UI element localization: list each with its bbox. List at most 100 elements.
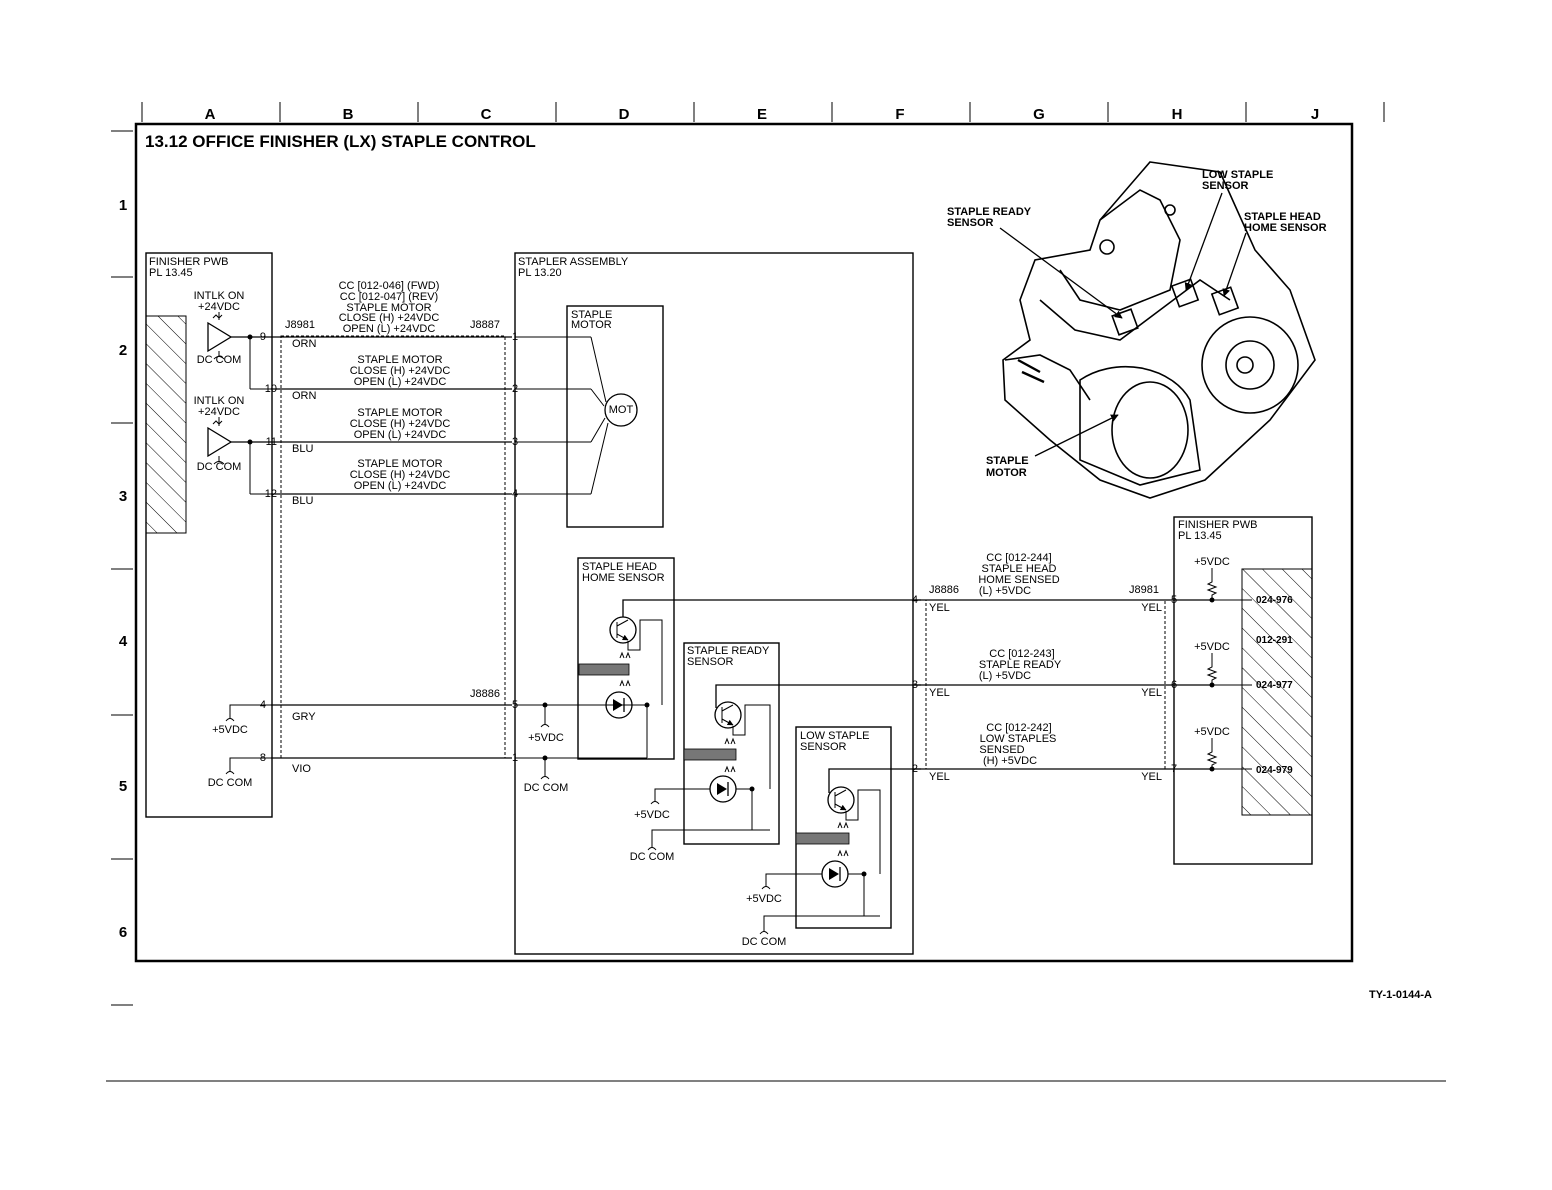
wire-color: YEL: [929, 687, 950, 699]
sensor-head-home: STAPLE HEAD HOME SENSOR: [577, 557, 921, 760]
motor-icon: [604, 393, 638, 427]
pin-number: 3: [912, 679, 918, 691]
row-label: 2: [119, 342, 127, 359]
dest-dccom: DC COM: [524, 782, 569, 794]
stapler-assembly: STAPLER ASSEMBLY PL 13.20 STAPLE MOTOR M…: [514, 252, 921, 955]
resistor-icon: [212, 420, 223, 425]
signal-text: CC [012-047] (REV): [340, 291, 438, 303]
ground-icon: [225, 718, 235, 722]
fault-code: 012-291: [1256, 635, 1293, 646]
pullup-voltage: +5VDC: [1194, 556, 1230, 568]
ground-icon: [761, 886, 771, 890]
signal-text: STAPLE MOTOR: [357, 458, 442, 470]
signal-text: CLOSE (H) +24VDC: [350, 365, 451, 377]
doc-id: TY-1-0144-A: [1369, 989, 1432, 1001]
sensor-staple-ready: STAPLE READY SENSOR +5VDC DC COM: [630, 642, 921, 863]
phototransistor-icon: [714, 701, 742, 729]
signal-text: CC [012-046] (FWD): [339, 280, 440, 292]
ground-icon: [225, 771, 235, 775]
resistor-icon: [1206, 568, 1218, 600]
callout-label: LOW STAPLE: [1202, 169, 1273, 181]
sensor-5v: +5VDC: [634, 809, 670, 821]
sensor-slot: [683, 748, 737, 761]
wire-color: BLU: [292, 495, 313, 507]
row-label: 5: [119, 778, 127, 795]
source-5v: +5VDC: [212, 724, 248, 736]
sensor-label: SENSOR: [687, 656, 734, 668]
driver-voltage: +24VDC: [198, 301, 240, 313]
ground-icon: [650, 801, 660, 805]
motor-label: MOTOR: [571, 319, 612, 331]
pullup-voltage: +5VDC: [1194, 726, 1230, 738]
col-label: E: [757, 106, 767, 123]
sensor-low-staple: LOW STAPLE SENSOR +5VDC DC COM: [742, 726, 921, 948]
stapler-name: STAPLER ASSEMBLY: [518, 256, 629, 268]
sensor-5v: +5VDC: [746, 893, 782, 905]
callout-label: STAPLE HEAD: [1244, 211, 1321, 223]
driver-label: INTLK ON: [194, 290, 245, 302]
diagram-border: [134, 122, 1354, 963]
pullup-voltage: +5VDC: [1194, 641, 1230, 653]
source-dccom: DC COM: [208, 777, 253, 789]
wire-color: YEL: [929, 602, 950, 614]
pin-number: 8: [260, 752, 266, 764]
ground-icon: [540, 776, 550, 780]
pin-number: 4: [260, 699, 266, 711]
signal-text: CLOSE (H) +24VDC: [350, 469, 451, 481]
light-arrows-icon: [837, 821, 849, 829]
signal-text: STAPLE HEAD: [982, 563, 1057, 575]
wire-color: ORN: [292, 338, 317, 350]
dest-5v: +5VDC: [528, 732, 564, 744]
wire-color: BLU: [292, 443, 313, 455]
sensor-wiring: 4 3 2 YEL YEL YEL YEL YEL YEL 5 6 7 J888…: [912, 552, 1212, 783]
illustration-callouts: LOW STAPLE SENSOR STAPLE READY SENSOR ST…: [947, 169, 1327, 479]
signal-text: OPEN (L) +24VDC: [343, 323, 436, 335]
sensor-label: SENSOR: [800, 741, 847, 753]
pin-number: 12: [265, 488, 277, 500]
col-label: A: [205, 106, 216, 123]
signal-text: STAPLE MOTOR: [357, 407, 442, 419]
signal-text: (H) +5VDC: [983, 755, 1037, 767]
power-wiring: 4 8 GRY VIO 5 1: [260, 699, 518, 775]
connector-j8886: J8886: [929, 584, 959, 596]
row-label: 1: [119, 197, 127, 214]
pin-number: 4: [912, 594, 918, 606]
signal-text: LOW STAPLES: [980, 733, 1057, 745]
driver-voltage: +24VDC: [198, 406, 240, 418]
pin-number: 10: [265, 383, 277, 395]
motor-symbol: MOT: [609, 404, 634, 416]
col-label: D: [619, 106, 630, 123]
col-label: G: [1033, 106, 1045, 123]
callout-label: MOTOR: [986, 467, 1027, 479]
pwb-pl: PL 13.45: [149, 267, 193, 279]
driver-com: DC COM: [197, 354, 242, 366]
signal-text: CC [012-243]: [989, 648, 1054, 660]
phototransistor-icon: [827, 786, 855, 814]
pin-number: 11: [266, 436, 277, 448]
resistor-icon: [212, 314, 223, 319]
ground-icon: [759, 931, 769, 935]
finisher-pwb-right: FINISHER PWB PL 13.45 +5VDC 024-976 +5VD…: [1173, 516, 1313, 865]
callout-label: STAPLE READY: [947, 206, 1032, 218]
connector-j8886: J8886: [470, 688, 500, 700]
ground-icon: [540, 724, 550, 728]
motor-label: STAPLE: [571, 309, 612, 321]
callout-label: SENSOR: [947, 217, 994, 229]
phototransistor-icon: [609, 616, 637, 644]
col-label: J: [1311, 106, 1319, 123]
wire-color: VIO: [292, 763, 311, 775]
driver-com: DC COM: [197, 461, 242, 473]
pin-number: 2: [912, 763, 918, 775]
sensor-com: DC COM: [630, 851, 675, 863]
col-label: F: [895, 106, 904, 123]
callout-label: STAPLE: [986, 455, 1029, 467]
light-arrows-icon: [837, 849, 849, 857]
signal-text: HOME SENSED: [978, 574, 1059, 586]
sensor-label: HOME SENSOR: [582, 572, 665, 584]
sensor-label: STAPLE READY: [687, 645, 770, 657]
col-label: C: [481, 106, 492, 123]
pwb-pl: PL 13.45: [1178, 530, 1222, 542]
led-icon: [605, 691, 633, 719]
signal-text: OPEN (L) +24VDC: [354, 376, 447, 388]
fault-code: 024-976: [1256, 595, 1293, 606]
